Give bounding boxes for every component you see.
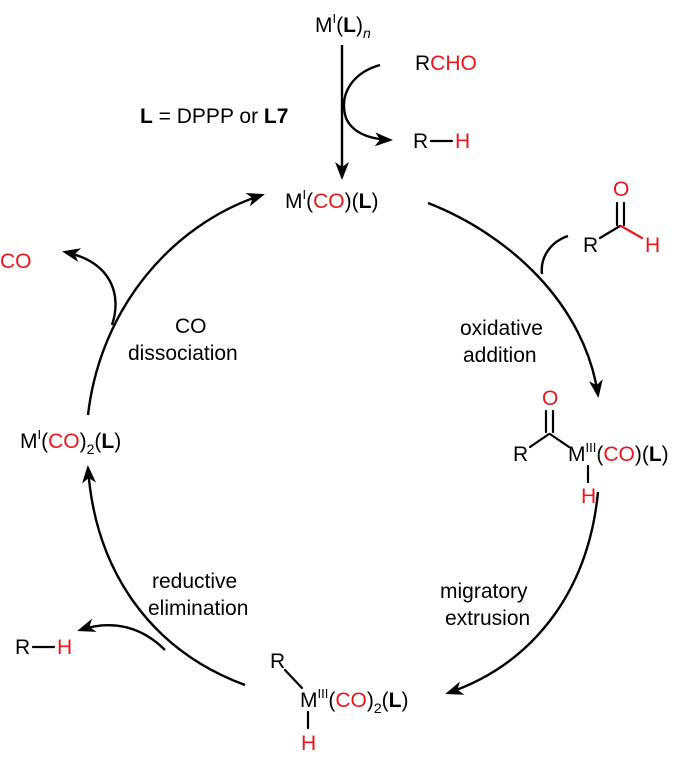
- svg-text:H: H: [301, 732, 316, 755]
- svg-text:oxidative: oxidative: [460, 317, 543, 340]
- step-label-co-dissociation: CO dissociation: [128, 315, 238, 365]
- svg-text:O: O: [613, 178, 629, 201]
- svg-text:R: R: [270, 650, 285, 673]
- hydrocarbon-byproduct-top: R H: [413, 130, 470, 153]
- co-release-arrow: [62, 248, 117, 326]
- svg-text:H: H: [57, 636, 72, 659]
- ligand-definition: L = DPPP or L7: [140, 105, 288, 128]
- svg-text:dissociation: dissociation: [128, 342, 238, 365]
- aldehyde-entry-curve: [540, 234, 569, 275]
- species-alkyl-hydride: R MIII(CO)2(L) H: [270, 650, 408, 755]
- svg-text:extrusion: extrusion: [445, 607, 530, 630]
- species-mono-carbonyl: MI(CO)(L): [285, 187, 378, 213]
- precursor-complex: MI(L)n: [315, 11, 371, 41]
- svg-text:R: R: [583, 234, 598, 257]
- co-released-label: CO: [0, 250, 32, 273]
- hydrocarbon-release-arrow: [77, 618, 166, 651]
- aldehyde-in-hydrocarbon-out-arrow: [342, 63, 393, 147]
- svg-text:CO: CO: [175, 315, 207, 338]
- svg-text:H: H: [645, 234, 660, 257]
- species-acyl-hydride: O R MIII(CO)(L) H: [513, 387, 669, 508]
- arrow-co-dissociation: [86, 193, 265, 416]
- svg-text:elimination: elimination: [148, 597, 248, 620]
- svg-text:O: O: [542, 387, 558, 410]
- arrow-migratory-extrusion: [445, 491, 600, 695]
- svg-text:MIII(CO)(L): MIII(CO)(L): [568, 440, 669, 466]
- step-label-migratory-extrusion: migratory extrusion: [440, 580, 530, 630]
- svg-text:R: R: [413, 130, 428, 153]
- aldehyde-reagent-label: RCHO: [415, 52, 477, 75]
- svg-text:reductive: reductive: [152, 570, 237, 593]
- svg-text:addition: addition: [463, 344, 537, 367]
- svg-text:H: H: [455, 130, 470, 153]
- svg-text:MIII(CO)2(L): MIII(CO)2(L): [300, 686, 408, 716]
- step-label-reductive-elimination: reductive elimination: [148, 570, 248, 620]
- hydrocarbon-byproduct-left: R H: [15, 636, 72, 659]
- svg-text:migratory: migratory: [440, 580, 528, 603]
- species-dicarbonyl: MI(CO)2(L): [20, 427, 121, 457]
- aldehyde-structure: O R H: [583, 178, 660, 257]
- step-label-oxidative-addition: oxidative addition: [460, 317, 543, 367]
- svg-text:H: H: [581, 485, 596, 508]
- arrow-reductive-elimination: [82, 465, 246, 687]
- svg-text:R: R: [15, 636, 30, 659]
- arrow-oxidative-addition: [427, 201, 603, 398]
- svg-text:R: R: [513, 443, 528, 466]
